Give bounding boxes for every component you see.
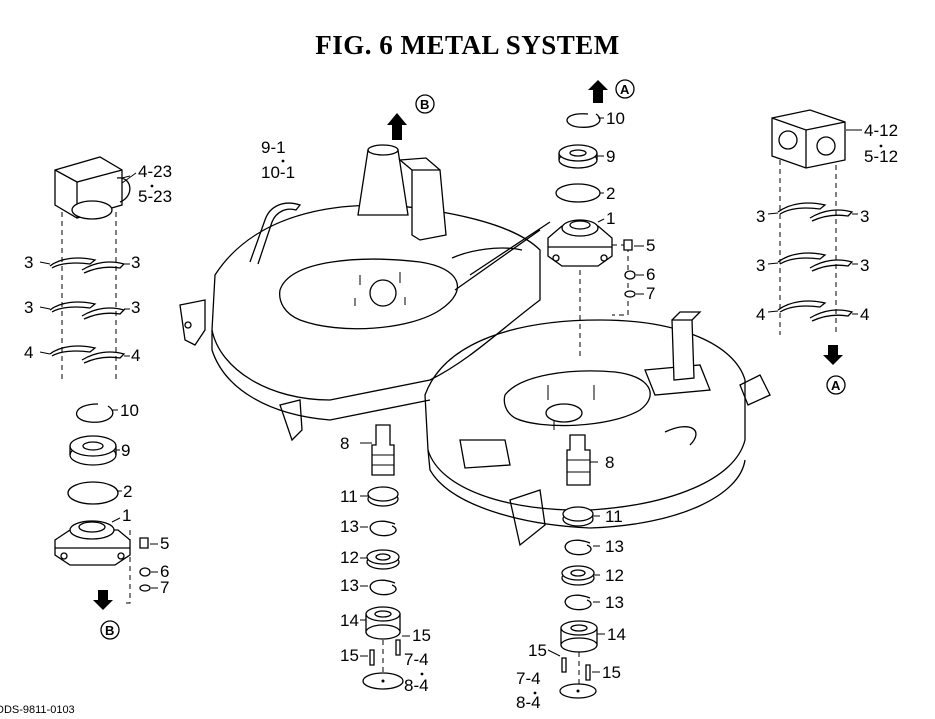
figure-title: FIG. 6 METAL SYSTEM — [315, 30, 620, 60]
callout-7: 7 — [160, 578, 169, 597]
nut-icon — [139, 567, 151, 577]
callout-4-23: 4-23 — [138, 162, 172, 181]
callout-13: 13 — [340, 576, 359, 595]
callout-9: 9 — [121, 441, 130, 460]
callout-3: 3 — [860, 256, 869, 275]
callout-8-4: 8-4 — [516, 693, 541, 712]
callout-15: 15 — [602, 663, 621, 682]
callout-8-4: 8-4 — [404, 676, 429, 695]
o-ring-icon — [67, 481, 119, 505]
callout-15: 15 — [528, 641, 547, 660]
callout-12: 12 — [605, 566, 624, 585]
callout-13: 13 — [605, 537, 624, 556]
flange-bearing-left — [54, 520, 131, 566]
ref-arrow-b: B — [387, 94, 435, 140]
callout-10-1: 10-1 — [261, 163, 295, 182]
callout-8: 8 — [605, 453, 614, 472]
bearing-left — [69, 435, 117, 466]
right-gearbox-assembly: 4-12 5-12 3 3 3 3 4 4 A — [756, 109, 898, 395]
callout-2: 2 — [606, 184, 615, 203]
snap-ring-icon — [76, 403, 114, 423]
spindle-stack-center: 10 9 2 1 5 6 — [516, 109, 655, 712]
callout-3: 3 — [131, 298, 140, 317]
callout-3: 3 — [756, 256, 765, 275]
callout-4: 4 — [24, 343, 33, 362]
callout-3: 3 — [24, 298, 33, 317]
callout-10: 10 — [120, 401, 139, 420]
callout-13: 13 — [605, 593, 624, 612]
ref-arrow-a-top: A — [588, 79, 635, 103]
callout-15: 15 — [340, 646, 359, 665]
callout-13: 13 — [340, 517, 359, 536]
callout-12: 12 — [340, 548, 359, 567]
callout-6: 6 — [160, 562, 169, 581]
callout-5: 5 — [646, 236, 655, 255]
drawing-code: DDS-9811-0103 — [0, 704, 75, 714]
callout-9: 9 — [606, 147, 615, 166]
ref-marker-a: A — [831, 378, 841, 393]
callout-14: 14 — [607, 625, 626, 644]
callout-7-4: 7-4 — [404, 650, 429, 669]
callout-5-23: 5-23 — [138, 187, 172, 206]
callout-14: 14 — [340, 611, 359, 630]
callout-10: 10 — [606, 109, 625, 128]
callout-15: 15 — [412, 626, 431, 645]
arrow-down-icon — [93, 590, 113, 610]
callout-1: 1 — [122, 506, 131, 525]
arrow-up-icon — [387, 113, 407, 140]
mower-deck-left — [179, 144, 541, 442]
callout-5-12: 5-12 — [864, 147, 898, 166]
spindle-stack-middle: 8 11 13 12 13 14 1 — [340, 424, 431, 695]
callout-1: 1 — [606, 209, 615, 228]
callout-9-1: 9-1 — [261, 138, 286, 157]
callout-8: 8 — [340, 434, 349, 453]
callout-4: 4 — [756, 305, 765, 324]
callout-6: 6 — [646, 265, 655, 284]
arrow-up-icon — [588, 80, 608, 103]
ref-marker-a: A — [620, 82, 630, 97]
ref-marker-b: B — [105, 623, 114, 638]
callout-3: 3 — [860, 207, 869, 226]
callout-2: 2 — [123, 482, 132, 501]
callout-4: 4 — [131, 346, 140, 365]
callout-5: 5 — [160, 534, 169, 553]
callout-3: 3 — [131, 253, 140, 272]
shim-set-left — [49, 257, 126, 364]
left-gearbox-assembly: 4-23 5-23 3 3 3 3 4 — [24, 156, 172, 640]
snap-ring-icon — [566, 113, 601, 128]
mower-deck-right — [424, 311, 771, 547]
callout-7: 7 — [646, 284, 655, 303]
bolt-icon — [139, 537, 149, 549]
ref-marker-b: B — [420, 97, 429, 112]
callout-4-12: 4-12 — [864, 121, 898, 140]
callout-3: 3 — [756, 207, 765, 226]
callout-4: 4 — [860, 305, 869, 324]
callout-7-4: 7-4 — [516, 669, 541, 688]
washer-icon — [139, 584, 151, 592]
callout-dot — [150, 184, 154, 188]
gearbox-housing-left — [54, 156, 131, 220]
callout-11: 11 — [340, 487, 358, 506]
callout-11: 11 — [605, 507, 623, 526]
arrow-down-icon — [823, 345, 843, 365]
callout-3: 3 — [24, 253, 33, 272]
